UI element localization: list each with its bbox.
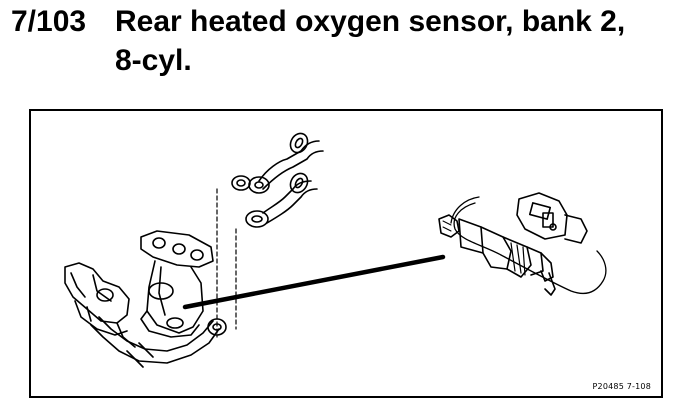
section-number: 7/103	[11, 5, 87, 38]
section-title-line-1: Rear heated oxygen sensor, bank 2,	[115, 5, 626, 38]
lower-pipe-segment-illustration	[245, 172, 318, 228]
exhaust-manifold-illustration	[140, 230, 214, 338]
dashed-guide-lines	[216, 188, 237, 338]
leader-line	[182, 254, 446, 310]
oxygen-sensor-illustration	[438, 192, 607, 296]
left-catalytic-converter-illustration	[64, 262, 136, 348]
upper-pipe-segment-illustration	[231, 132, 324, 194]
section-title-line-2: 8-cyl.	[115, 44, 192, 77]
figure-frame: P20485 7-108	[29, 109, 663, 398]
front-pipe-illustration	[90, 316, 227, 368]
exhaust-illustration	[64, 132, 607, 368]
figure-reference-code: P20485 7-108	[592, 382, 651, 391]
